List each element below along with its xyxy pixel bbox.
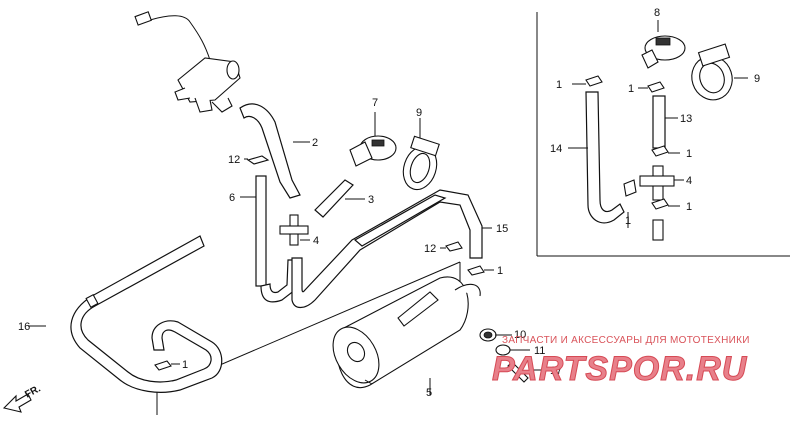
t-joint-4 xyxy=(279,214,310,246)
part-label-12-a: 12 xyxy=(228,154,240,166)
part-label-15: 15 xyxy=(496,223,508,235)
part-label-7: 7 xyxy=(372,97,378,109)
canister-icon xyxy=(332,276,481,395)
control-valve-7 xyxy=(349,112,397,167)
part-label-4: 4 xyxy=(313,235,319,247)
bolt-set xyxy=(479,328,548,383)
part-label-4-right: 4 xyxy=(686,175,692,187)
part-label-9-right: 9 xyxy=(754,73,760,85)
part-label-2: 2 xyxy=(312,137,318,149)
part-label-9: 9 xyxy=(416,107,422,119)
watermark-tagline: ЗАПЧАСТИ И АКСЕССУАРЫ ДЛЯ МОТОТЕХНИКИ xyxy=(502,335,750,346)
hose-2 xyxy=(239,103,310,199)
part-numbers: 8 9 1 1 13 14 1 4 1 1 7 9 2 12 3 6 4 15 … xyxy=(18,7,760,399)
part-label-1-b: 1 xyxy=(628,83,634,95)
part-label-1-a: 1 xyxy=(556,79,562,91)
part-label-14: 14 xyxy=(550,143,562,155)
clamp-9-right xyxy=(691,43,748,101)
tube-6 xyxy=(240,175,298,303)
part-label-12-b: 12 xyxy=(424,243,436,255)
part-label-16: 16 xyxy=(18,321,30,333)
part-label-1-c: 1 xyxy=(686,148,692,160)
tube-13 xyxy=(638,81,680,157)
part-label-1-g: 1 xyxy=(182,359,188,371)
hose-3 xyxy=(314,179,365,218)
part-label-8: 8 xyxy=(654,7,660,19)
part-label-3: 3 xyxy=(368,194,374,206)
valve-8 xyxy=(641,20,686,69)
hose-15 xyxy=(291,189,492,309)
hose-16 xyxy=(28,235,223,393)
part-label-17: 17 xyxy=(550,365,562,377)
part-label-1-f: 1 xyxy=(497,265,503,277)
tube-14 xyxy=(568,75,629,228)
fr-label: FR. xyxy=(23,383,43,400)
inset-frame xyxy=(536,12,790,257)
part-label-1-e: 1 xyxy=(625,215,631,227)
part-label-13: 13 xyxy=(680,113,692,125)
part-label-1-d: 1 xyxy=(686,201,692,213)
fr-arrow-icon: FR. xyxy=(2,383,43,413)
solenoid-valve-icon xyxy=(134,11,241,113)
t-joint-4-right xyxy=(623,165,684,241)
clips-left xyxy=(154,155,494,371)
part-label-11: 11 xyxy=(534,345,545,357)
part-label-5: 5 xyxy=(426,387,432,399)
part-label-10: 10 xyxy=(514,329,526,341)
watermark-brand: PARTSPOR.RU xyxy=(492,350,748,388)
watermark: ЗАПЧАСТИ И АКСЕССУАРЫ ДЛЯ МОТОТЕХНИКИ PA… xyxy=(492,335,750,389)
part-label-6: 6 xyxy=(229,192,235,204)
clamp-icon xyxy=(402,118,440,191)
